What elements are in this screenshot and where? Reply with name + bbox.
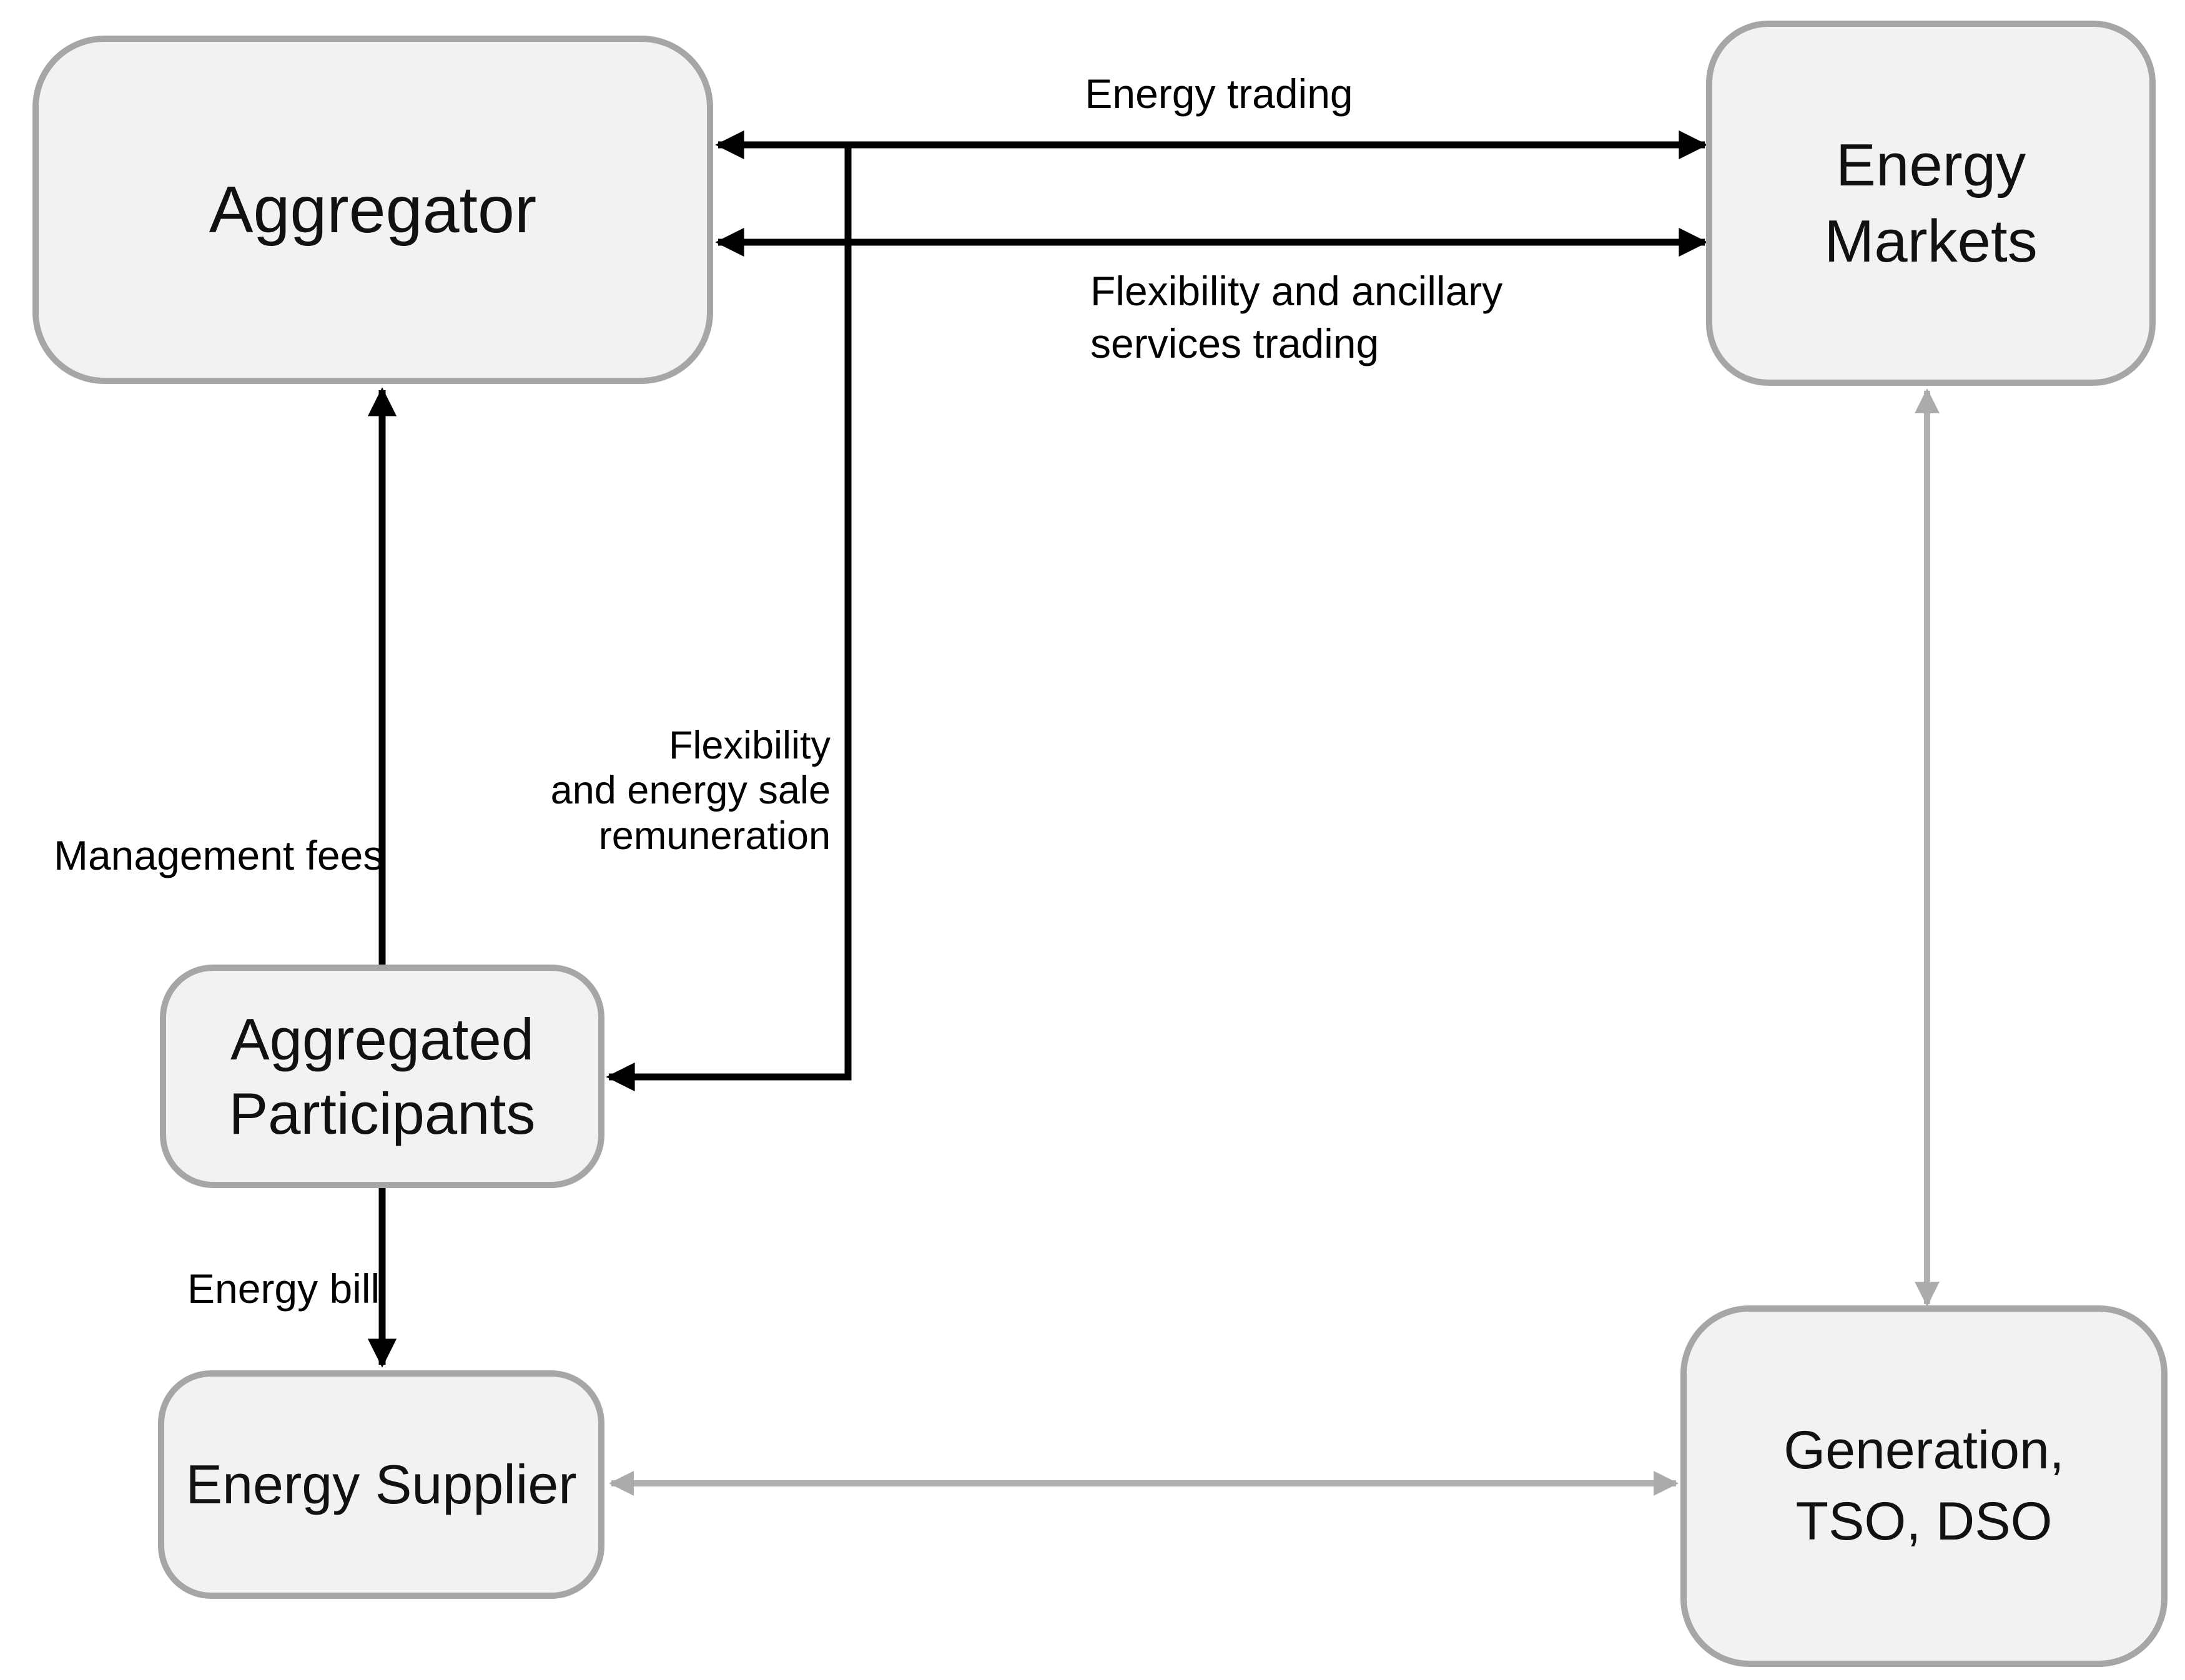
node-generation-tso-dso-label: Generation, TSO, DSO bbox=[1783, 1420, 2064, 1551]
node-energy-markets-label: Energy Markets bbox=[1824, 131, 2038, 275]
flexibility-remuneration-arrow bbox=[606, 145, 852, 1092]
edge-label-energy-bill: Energy bill bbox=[187, 1265, 380, 1312]
node-energy-supplier: Energy Supplier bbox=[158, 1370, 604, 1599]
node-aggregated-participants: Aggregated Participants bbox=[160, 965, 604, 1188]
node-generation-tso-dso: Generation, TSO, DSO bbox=[1680, 1305, 2168, 1667]
node-aggregator-label: Aggregator bbox=[209, 172, 537, 247]
edge-label-management-fees: Management fees bbox=[54, 832, 384, 878]
node-energy-supplier-label: Energy Supplier bbox=[185, 1453, 577, 1515]
node-energy-markets: Energy Markets bbox=[1706, 21, 2156, 386]
edge-label-energy-trading: Energy trading bbox=[1085, 71, 1353, 117]
node-aggregator: Aggregator bbox=[32, 36, 713, 384]
node-aggregated-participants-label: Aggregated Participants bbox=[229, 1006, 536, 1146]
edge-label-flexibility-ancillary-trading: Flexibility and ancillary services tradi… bbox=[1090, 268, 1503, 367]
edge-label-flexibility-remuneration: Flexibility and energy sale remuneration bbox=[550, 724, 831, 858]
